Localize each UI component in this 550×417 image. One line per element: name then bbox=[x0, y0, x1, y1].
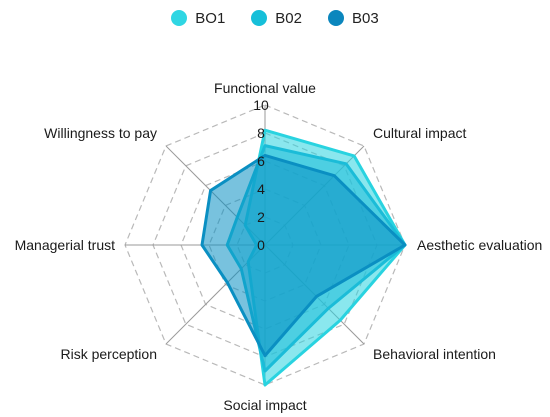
legend-swatch-b02 bbox=[251, 10, 268, 26]
legend-swatch-b03 bbox=[328, 10, 344, 26]
axis-label-functional-value: Functional value bbox=[214, 80, 316, 96]
axis-label-risk-perception: Risk perception bbox=[61, 346, 158, 362]
r-tick-label-6: 6 bbox=[257, 153, 265, 169]
series-area-b03 bbox=[200, 153, 407, 358]
legend-item-bo1: BO1 bbox=[171, 10, 225, 27]
r-tick-label-8: 8 bbox=[257, 125, 265, 141]
r-tick-label-0: 0 bbox=[257, 237, 265, 253]
axis-label-willingness-to-pay: Willingness to pay bbox=[44, 125, 157, 141]
legend: BO1 B02 B03 bbox=[0, 4, 550, 32]
grid-ring-5 bbox=[124, 104, 406, 386]
legend-item-b02: B02 bbox=[251, 10, 302, 27]
axis-label-behavioral-intention: Behavioral intention bbox=[373, 346, 496, 362]
axis-label-cultural-impact: Cultural impact bbox=[373, 125, 466, 141]
r-tick-label-2: 2 bbox=[257, 209, 265, 225]
legend-swatch-bo1 bbox=[171, 10, 188, 26]
axis-label-managerial-trust: Managerial trust bbox=[15, 237, 115, 253]
r-tick-label-10: 10 bbox=[253, 97, 269, 113]
legend-label-bo1: BO1 bbox=[195, 9, 226, 27]
r-tick-label-4: 4 bbox=[257, 181, 265, 197]
legend-label-b03: B03 bbox=[352, 9, 379, 27]
axis-label-social-impact: Social impact bbox=[223, 397, 306, 413]
legend-label-b02: B02 bbox=[275, 9, 302, 27]
axis-label-aesthetic-evaluation: Aesthetic evaluation bbox=[417, 237, 542, 253]
legend-item-b03: B03 bbox=[328, 10, 379, 27]
